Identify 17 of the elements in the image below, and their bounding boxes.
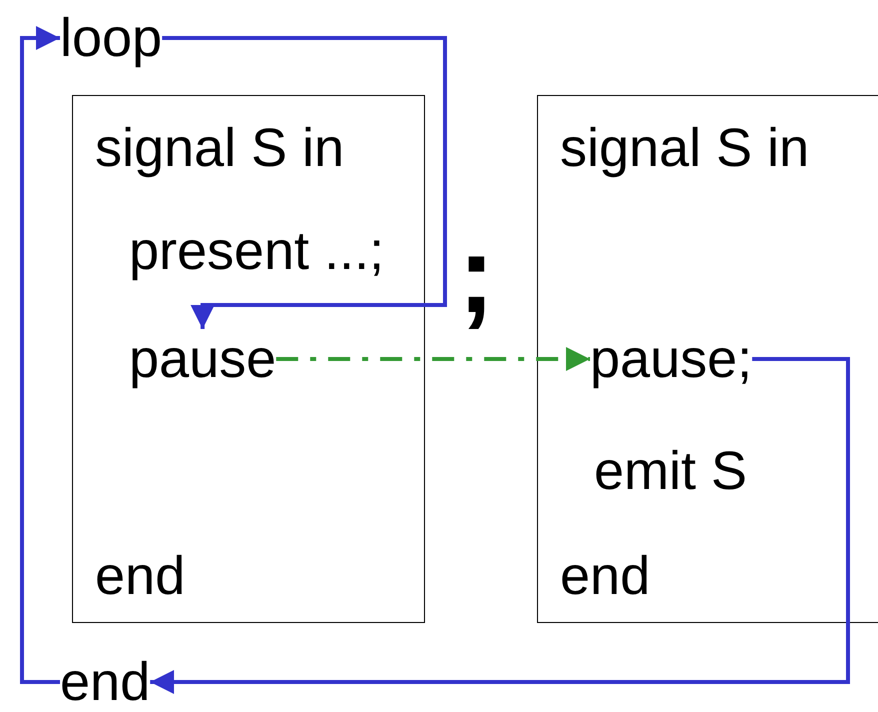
- code-block-box: [537, 95, 878, 623]
- code-line: end: [560, 546, 650, 606]
- keyword: end: [60, 652, 150, 712]
- arrow: [276, 347, 590, 371]
- code-line: pause: [129, 329, 276, 389]
- code-line: end: [95, 546, 186, 606]
- arrow: [162, 36, 447, 329]
- code-line: emit S: [594, 441, 748, 501]
- keyword: loop: [60, 8, 162, 68]
- code-block-box: [72, 95, 425, 623]
- arrow: [150, 357, 850, 694]
- arrow: [20, 26, 60, 684]
- code-line: pause;: [590, 329, 752, 389]
- code-line: present ...;: [129, 221, 384, 281]
- code-line: signal S in: [560, 118, 810, 178]
- code-line: signal S in: [95, 118, 344, 178]
- sequence-operator: ;: [458, 215, 495, 335]
